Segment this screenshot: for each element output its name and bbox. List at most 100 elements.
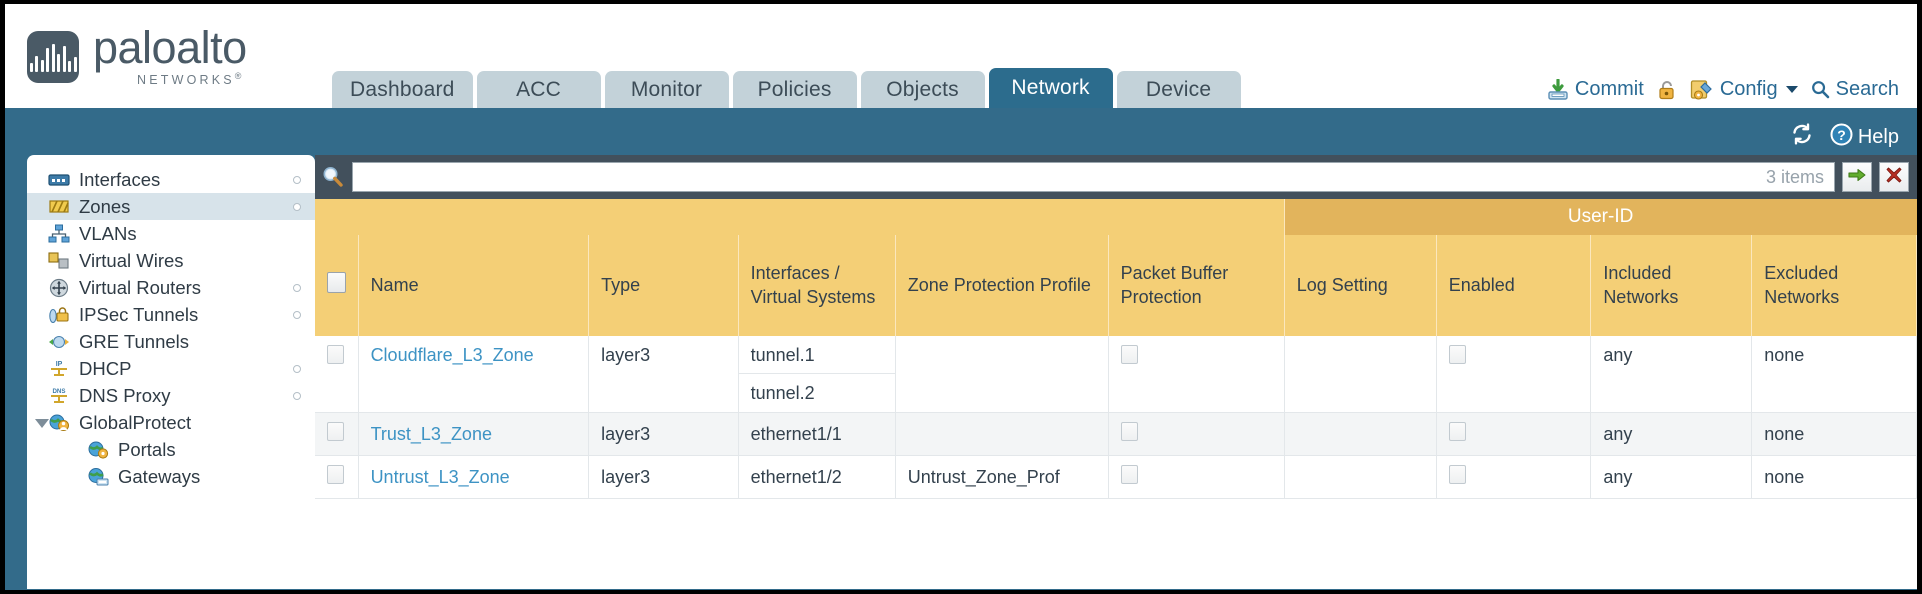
virtual-routers-icon xyxy=(48,278,70,298)
red-x-icon xyxy=(1884,165,1904,190)
refresh-icon[interactable] xyxy=(1790,122,1814,152)
group-header-userid: User-ID xyxy=(1284,199,1917,235)
commit-button[interactable]: Commit xyxy=(1547,77,1644,101)
row-checkbox[interactable] xyxy=(327,465,344,484)
search-button[interactable]: Search xyxy=(1811,78,1899,101)
interface-entry: tunnel.2 xyxy=(750,383,815,403)
column-header-included-networks[interactable]: Included Networks xyxy=(1590,235,1753,336)
config-menu-button[interactable]: Config xyxy=(1690,78,1798,101)
select-all-header-cell[interactable] xyxy=(315,235,359,336)
interfaces-icon xyxy=(48,170,70,190)
zones-table: User-ID Name Type Interfaces / Virtual S… xyxy=(315,199,1917,499)
row-select-cell[interactable] xyxy=(315,412,359,456)
row-checkbox[interactable] xyxy=(327,422,344,441)
tab-monitor[interactable]: Monitor xyxy=(604,71,729,108)
table-row[interactable]: Trust_L3_Zone layer3 ethernet1/1 any xyxy=(315,412,1917,456)
cell-interfaces: tunnel.1 tunnel.2 xyxy=(738,336,896,413)
tab-device[interactable]: Device xyxy=(1116,71,1241,108)
zones-table-container: User-ID Name Type Interfaces / Virtual S… xyxy=(315,199,1917,589)
cell-type: layer3 xyxy=(588,412,739,456)
status-dot xyxy=(293,364,301,373)
cell-zone-protection-profile xyxy=(895,336,1109,413)
column-header-excluded-networks[interactable]: Excluded Networks xyxy=(1751,235,1917,336)
cell-name[interactable]: Trust_L3_Zone xyxy=(358,412,590,456)
sidebar-item-label: Zones xyxy=(79,195,131,217)
sidebar-item-interfaces[interactable]: Interfaces xyxy=(27,166,315,193)
virtual-wires-icon xyxy=(48,251,70,271)
userid-enabled-checkbox[interactable] xyxy=(1448,345,1466,364)
item-count-label: 3 items xyxy=(1765,166,1824,187)
apply-filter-button[interactable] xyxy=(1842,162,1872,192)
sidebar-item-globalprotect[interactable]: GlobalProtect xyxy=(27,409,315,436)
row-select-cell[interactable] xyxy=(315,336,359,413)
cell-name[interactable]: Cloudflare_L3_Zone xyxy=(358,336,590,413)
userid-enabled-checkbox[interactable] xyxy=(1448,422,1466,441)
packet-buffer-protection-checkbox[interactable] xyxy=(1120,345,1138,364)
packet-buffer-protection-checkbox[interactable] xyxy=(1120,465,1138,484)
sidebar-item-virtual-routers[interactable]: Virtual Routers xyxy=(27,274,315,301)
utility-actions: ? Help xyxy=(1790,122,1899,152)
tab-policies[interactable]: Policies xyxy=(732,71,857,108)
column-header-zone-protection-profile[interactable]: Zone Protection Profile xyxy=(895,235,1109,336)
svg-text:DNS: DNS xyxy=(52,388,65,395)
column-header-packet-buffer-protection[interactable]: Packet Buffer Protection xyxy=(1108,235,1285,336)
sidebar-item-dhcp[interactable]: IP DHCP xyxy=(27,355,315,382)
cell-userid-enabled[interactable] xyxy=(1436,412,1592,456)
ipsec-tunnels-icon xyxy=(48,305,70,325)
search-input[interactable]: 3 items xyxy=(352,162,1835,192)
sidebar-item-label: VLANs xyxy=(79,222,137,244)
expander-triangle-icon[interactable] xyxy=(35,418,49,428)
cell-log-setting xyxy=(1284,455,1437,499)
column-header-type[interactable]: Type xyxy=(588,235,739,336)
tab-network[interactable]: Network xyxy=(988,68,1113,108)
sidebar-item-gateways[interactable]: Gateways xyxy=(27,463,315,490)
sidebar-item-gre-tunnels[interactable]: GRE Tunnels xyxy=(27,328,315,355)
zone-name-link[interactable]: Cloudflare_L3_Zone xyxy=(370,345,534,365)
cell-userid-enabled[interactable] xyxy=(1436,455,1592,499)
sidebar-item-virtual-wires[interactable]: Virtual Wires xyxy=(27,247,315,274)
sidebar-item-zones[interactable]: Zones xyxy=(27,193,315,220)
tab-label: ACC xyxy=(516,77,562,101)
sidebar-item-label: DHCP xyxy=(79,357,132,379)
sidebar-item-ipsec-tunnels[interactable]: IPSec Tunnels xyxy=(27,301,315,328)
status-dot xyxy=(293,175,301,184)
column-header-interfaces[interactable]: Interfaces / Virtual Systems xyxy=(738,235,896,336)
column-header-name[interactable]: Name xyxy=(358,235,590,336)
sidebar-item-vlans[interactable]: VLANs xyxy=(27,220,315,247)
row-select-cell[interactable] xyxy=(315,455,359,499)
column-header-log-setting[interactable]: Log Setting xyxy=(1284,235,1437,336)
help-button[interactable]: ? Help xyxy=(1830,123,1899,152)
sidebar-item-label: Interfaces xyxy=(79,168,161,190)
sidebar-item-label: IPSec Tunnels xyxy=(79,303,199,325)
tab-label: Policies xyxy=(757,77,832,101)
row-checkbox[interactable] xyxy=(327,345,344,364)
tab-objects[interactable]: Objects xyxy=(860,71,985,108)
zone-name-link[interactable]: Untrust_L3_Zone xyxy=(370,466,510,487)
zones-content-panel: 3 items xyxy=(315,155,1917,589)
packet-buffer-protection-checkbox[interactable] xyxy=(1120,422,1138,441)
zone-name-link[interactable]: Trust_L3_Zone xyxy=(370,423,492,444)
cell-packet-buffer-protection[interactable] xyxy=(1108,455,1285,499)
sidebar-item-dns-proxy[interactable]: DNS DNS Proxy xyxy=(27,382,315,409)
lock-icon[interactable] xyxy=(1657,79,1677,101)
status-dot xyxy=(293,283,301,292)
globalprotect-icon xyxy=(48,413,70,433)
clear-filter-button[interactable] xyxy=(1879,162,1909,192)
sidebar-item-portals[interactable]: Portals xyxy=(27,436,315,463)
tab-label: Dashboard xyxy=(350,77,455,101)
config-label: Config xyxy=(1719,78,1778,100)
cell-packet-buffer-protection[interactable] xyxy=(1108,412,1285,456)
cell-userid-enabled[interactable] xyxy=(1436,336,1592,413)
commit-label: Commit xyxy=(1574,78,1644,100)
table-row[interactable]: Untrust_L3_Zone layer3 ethernet1/2 Untru… xyxy=(315,455,1917,499)
column-header-userid-enabled[interactable]: Enabled xyxy=(1436,235,1592,336)
cell-packet-buffer-protection[interactable] xyxy=(1108,336,1285,413)
select-all-checkbox[interactable] xyxy=(327,271,346,293)
gateways-icon xyxy=(87,467,109,487)
zones-icon xyxy=(48,197,70,217)
zones-table-body: Cloudflare_L3_Zone layer3 tunnel.1 tunne… xyxy=(315,336,1917,499)
tab-dashboard[interactable]: Dashboard xyxy=(332,71,473,108)
userid-enabled-checkbox[interactable] xyxy=(1448,465,1466,484)
tab-acc[interactable]: ACC xyxy=(476,71,601,108)
cell-name[interactable]: Untrust_L3_Zone xyxy=(358,455,590,499)
